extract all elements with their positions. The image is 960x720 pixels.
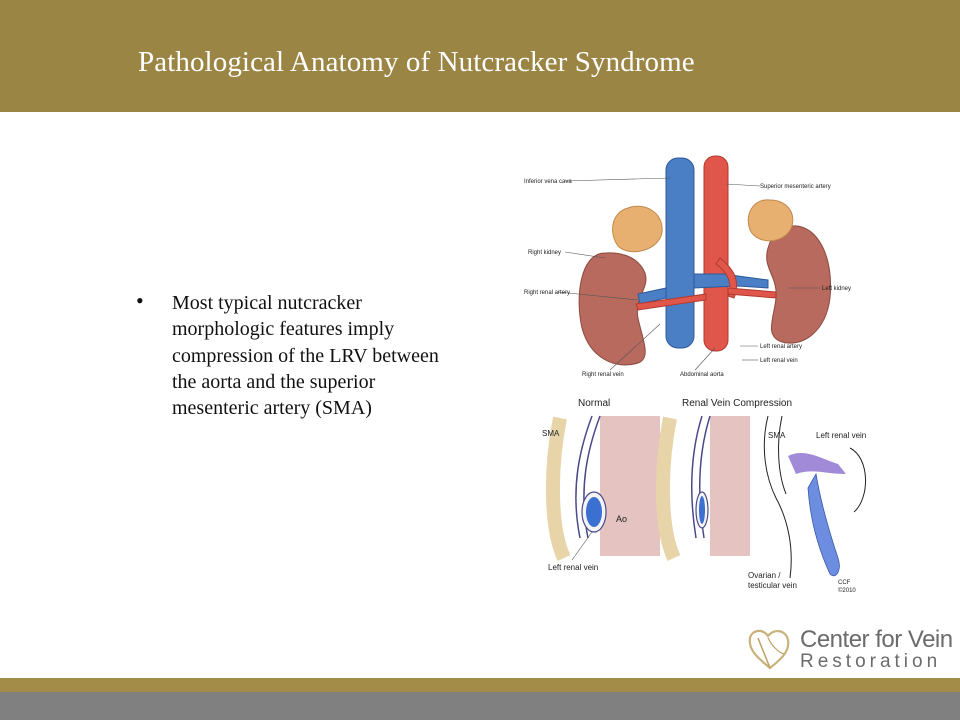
label-right-kidney: Right kidney — [528, 250, 561, 256]
label-right-renal-artery: Right renal artery — [524, 290, 570, 296]
label-ovarian-2: testicular vein — [748, 581, 797, 590]
label-normal: Normal — [578, 398, 610, 409]
label-left-kidney: Left kidney — [822, 286, 851, 292]
cross-section-illustration: Normal Renal Vein Compression SMA Ao Lef… — [542, 398, 866, 594]
footer-band — [0, 678, 960, 692]
label-ao: Ao — [616, 514, 627, 524]
label-sma-top: Superior mesenteric artery — [760, 184, 831, 190]
label-left-renal-vein-b: Left renal vein — [816, 431, 866, 440]
anatomy-illustration: Inferior vena cava Superior mesenteric a… — [524, 155, 866, 594]
label-right-renal-vein: Right renal vein — [582, 372, 624, 378]
title-bar: Pathological Anatomy of Nutcracker Syndr… — [0, 0, 960, 112]
label-ovarian-1: Ovarian / — [748, 571, 781, 580]
heart-logo-icon — [748, 629, 790, 670]
label-ccf-2: ©2010 — [838, 587, 856, 594]
bullet-marker: • — [136, 288, 144, 313]
label-left-renal-artery: Left renal artery — [760, 344, 802, 350]
label-sma-b: SMA — [768, 431, 786, 440]
label-abdominal-aorta: Abdominal aorta — [680, 372, 724, 378]
logo-text-line2: Restoration — [800, 651, 942, 672]
label-compression: Renal Vein Compression — [682, 398, 792, 409]
bullet-text: Most typical nutcracker morphologic feat… — [172, 292, 439, 420]
kidney-illustration: Inferior vena cava Superior mesenteric a… — [524, 155, 851, 378]
label-ivc: Inferior vena cava — [524, 179, 572, 185]
logo-text-line1: Center for Vein — [800, 626, 953, 653]
center-for-vein-restoration-logo: Center for Vein Restoration — [744, 624, 953, 676]
label-sma-a: SMA — [542, 429, 560, 438]
footer-bar — [0, 692, 960, 720]
anatomy-figure: Inferior vena cava Superior mesenteric a… — [520, 148, 880, 618]
slide-title: Pathological Anatomy of Nutcracker Syndr… — [138, 46, 695, 78]
label-ccf-1: CCF — [838, 580, 851, 586]
label-left-renal-vein-a: Left renal vein — [548, 563, 598, 572]
label-left-renal-vein-top: Left renal vein — [760, 358, 798, 364]
